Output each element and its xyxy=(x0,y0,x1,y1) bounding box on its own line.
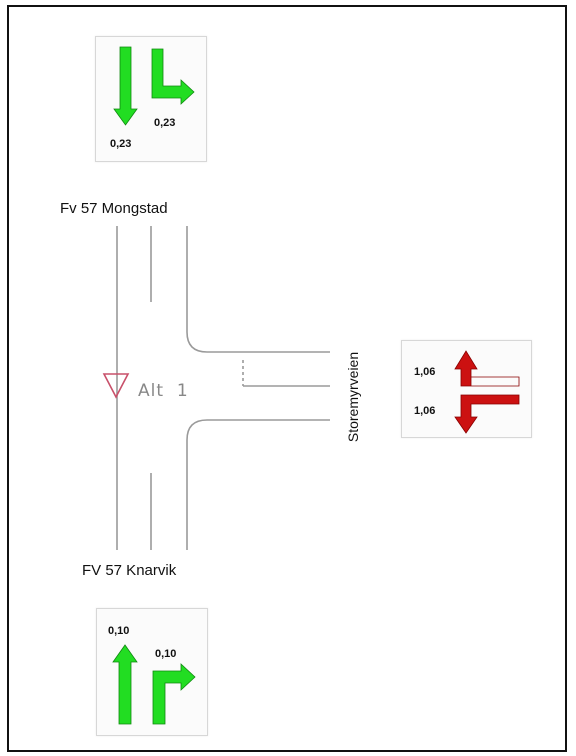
yield-sign-icon xyxy=(102,373,130,399)
arrow-down-icon xyxy=(113,46,138,126)
east-upper-ratio: 1,06 xyxy=(414,366,436,378)
east-lower-ratio: 1,06 xyxy=(414,405,436,417)
north-arrows xyxy=(113,46,195,126)
panel-north-movements: 0,23 0,23 xyxy=(95,36,207,162)
road-label-east: Storemyrveien xyxy=(345,351,361,443)
arrow-down-right-icon xyxy=(151,48,195,105)
south-arrows xyxy=(112,644,196,725)
road-edge-north-east xyxy=(186,226,330,353)
arrow-down-left-icon xyxy=(454,394,520,434)
north-straight-ratio: 0,23 xyxy=(110,138,132,150)
arrow-up-left-icon xyxy=(454,350,520,387)
road-label-south: FV 57 Knarvik xyxy=(82,562,177,579)
arrow-up-icon xyxy=(112,644,138,725)
south-straight-ratio: 0,10 xyxy=(108,625,130,637)
panel-east-movements: 1,06 1,06 xyxy=(401,340,532,438)
south-turn-ratio: 0,10 xyxy=(155,648,177,660)
east-arrows xyxy=(454,350,520,434)
panel-south-movements: 0,10 0,10 xyxy=(96,608,208,736)
road-label-north: Fv 57 Mongstad xyxy=(60,200,168,217)
arrow-up-right-icon xyxy=(152,663,196,725)
road-edge-south-east xyxy=(186,419,330,550)
north-turn-ratio: 0,23 xyxy=(154,117,176,129)
alternative-label: Alt 1 xyxy=(138,381,189,401)
